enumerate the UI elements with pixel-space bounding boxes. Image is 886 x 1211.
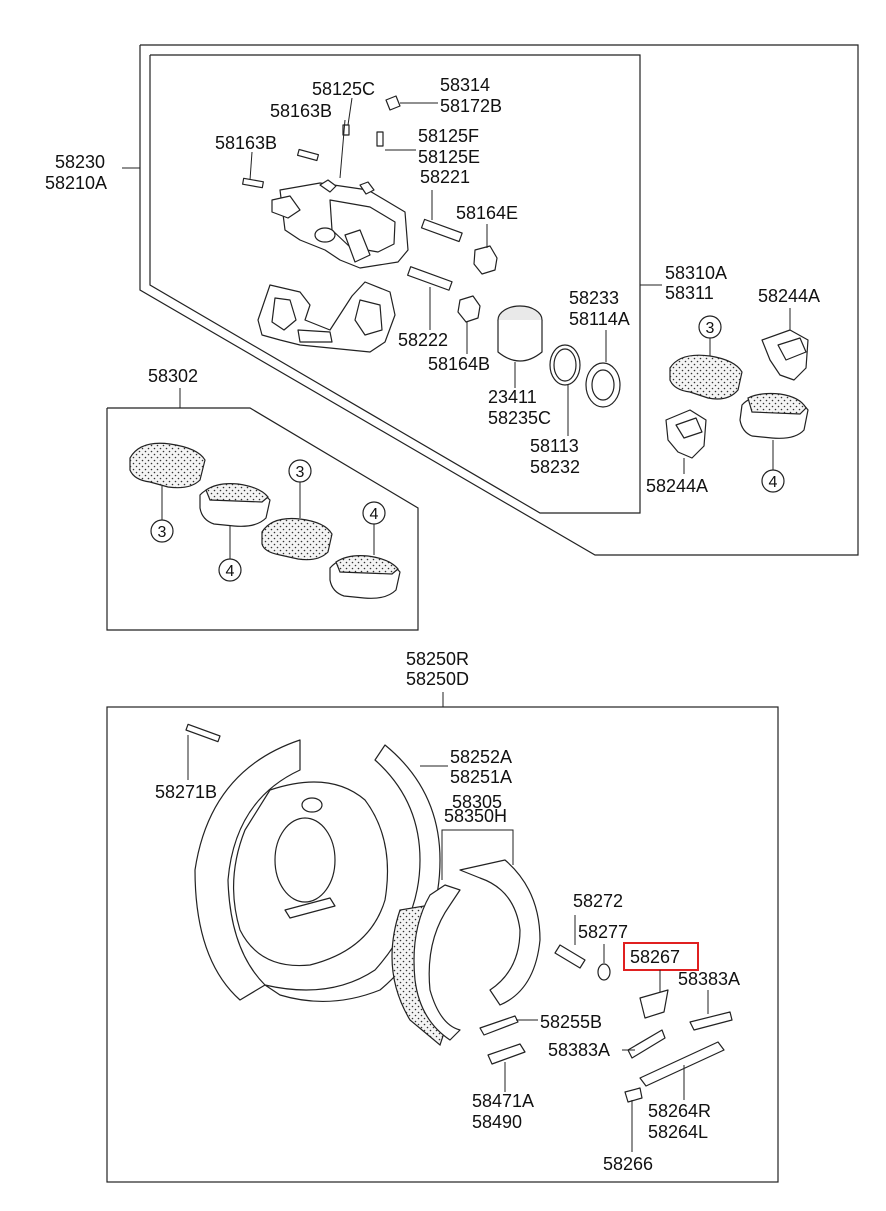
part-label[interactable]: 58172B <box>440 96 502 116</box>
caliper-bracket-illustration <box>257 281 396 353</box>
parking-brake-number-1: 58250R <box>406 649 469 669</box>
part-label[interactable]: 58164E <box>456 203 518 223</box>
clip-label-lower[interactable]: 58244A <box>646 476 708 496</box>
part-label[interactable]: 58471A <box>472 1091 534 1111</box>
pad-kit-right-number-1[interactable]: 58310A <box>665 263 727 283</box>
part-label[interactable]: 58271B <box>155 782 217 802</box>
pad-ref-circle: 4 <box>226 563 235 580</box>
brake-shoe-illustration <box>391 859 541 1047</box>
pad-ref-circle: 3 <box>296 464 305 481</box>
backing-plate-illustration <box>194 739 441 1003</box>
bolt-illustration <box>185 723 221 743</box>
part-label[interactable]: 58232 <box>530 457 580 477</box>
clip-label-upper[interactable]: 58244A <box>758 286 820 306</box>
part-label[interactable]: 58266 <box>603 1154 653 1174</box>
caliper-group-number-1: 58230 <box>55 152 105 172</box>
parking-brake-group-label[interactable]: 58250R 58250D <box>406 649 469 707</box>
caliper-group-number-2: 58210A <box>45 173 107 193</box>
part-label[interactable]: 58350H <box>444 806 507 826</box>
caliper-outer-frame <box>139 44 859 556</box>
part-label[interactable]: 58252A <box>450 747 512 767</box>
part-label[interactable]: 58272 <box>573 891 623 911</box>
part-label[interactable]: 58125E <box>418 147 480 167</box>
part-label[interactable]: 58490 <box>472 1112 522 1132</box>
pad-ref-circle: 4 <box>370 506 379 523</box>
part-label[interactable]: 58163B <box>215 133 277 153</box>
part-label[interactable]: 23411 <box>488 387 537 407</box>
part-label[interactable]: 58222 <box>398 330 448 350</box>
part-label[interactable]: 58277 <box>578 922 628 942</box>
caliper-body-illustration <box>271 179 409 269</box>
part-label[interactable]: 58233 <box>569 288 619 308</box>
part-label[interactable]: 58221 <box>420 167 470 187</box>
part-label[interactable]: 58125C <box>312 79 375 99</box>
part-label[interactable]: 58255B <box>540 1012 602 1032</box>
highlight-box <box>623 942 699 971</box>
part-label[interactable]: 58113 <box>530 436 579 456</box>
part-label[interactable]: 58314 <box>440 75 490 95</box>
parking-brake-number-2: 58250D <box>406 669 469 689</box>
pad-ref-circle: 4 <box>769 474 778 491</box>
caliper-hardware <box>242 95 621 408</box>
spring-hardware-illustration <box>479 944 733 1103</box>
part-label[interactable]: 58251A <box>450 767 512 787</box>
part-label[interactable]: 58264L <box>648 1122 708 1142</box>
pad-ref-circle: 3 <box>706 320 715 337</box>
caliper-inner-frame <box>149 54 641 514</box>
pad-kit-left: 58302 3 4 3 4 <box>129 366 401 599</box>
pad-kit-right-number-2[interactable]: 58311 <box>665 283 714 303</box>
caliper-group-label[interactable]: 58230 58210A <box>45 152 140 193</box>
pad-kit-right: 58310A 58311 58244A 3 4 58244A <box>640 263 820 496</box>
pad-ref-circle: 3 <box>158 524 167 541</box>
parking-brake-part-labels: 58271B 58252A 58251A 58305 58350H 58272 … <box>155 735 740 1174</box>
pad-kit-left-frame <box>106 407 419 631</box>
part-label[interactable]: 58125F <box>418 126 479 146</box>
part-label[interactable]: 58383A <box>678 969 740 989</box>
caliper-part-labels: 58125C 58314 58172B 58163B 58163B 58125F… <box>215 75 630 477</box>
highlighted-part-label[interactable]: 58267 <box>630 947 680 967</box>
part-label[interactable]: 58264R <box>648 1101 711 1121</box>
part-label[interactable]: 58114A <box>569 309 630 329</box>
pad-kit-left-number[interactable]: 58302 <box>148 366 198 386</box>
part-label[interactable]: 58163B <box>270 101 332 121</box>
part-label[interactable]: 58305 <box>452 792 502 812</box>
part-label[interactable]: 58164B <box>428 354 490 374</box>
part-label[interactable]: 58383A <box>548 1040 610 1060</box>
part-label[interactable]: 58235C <box>488 408 551 428</box>
